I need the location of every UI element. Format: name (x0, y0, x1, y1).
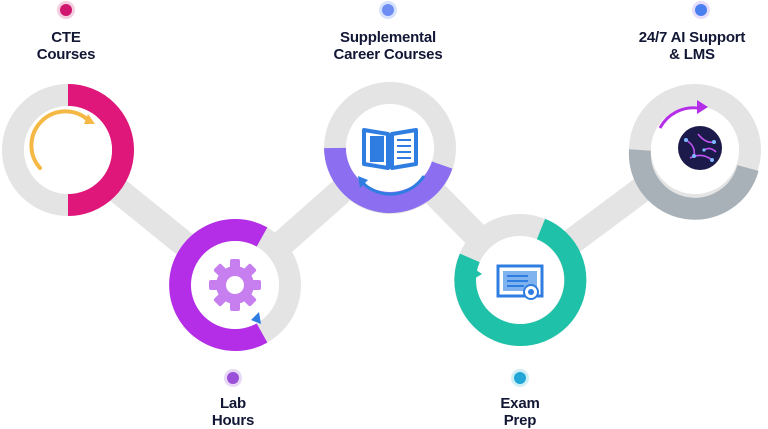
supplemental-arrow-icon (358, 176, 368, 188)
lab-label-line1: Lab (219, 395, 247, 412)
cte-courses-ring (2, 84, 134, 216)
ai-support-ring (628, 84, 761, 220)
certificate-icon (496, 264, 544, 300)
supplemental-label: Supplemental Career Courses (308, 29, 468, 63)
exam-progress-arc (454, 218, 587, 346)
ai-label-line2: & LMS (669, 46, 715, 63)
supplemental-label-line2: Career Courses (333, 46, 443, 63)
cte-label-line1: CTE (51, 29, 81, 46)
lab-arrow-icon (251, 312, 261, 324)
ai-brain-icon (678, 126, 722, 170)
exam-label-line1: Exam (500, 395, 540, 412)
lab-hours-ring (169, 219, 301, 351)
exam-label-line2: Prep (503, 412, 537, 429)
gear-icon (209, 259, 261, 311)
lab-progress-arc (169, 219, 268, 351)
ai-progress-arc (628, 149, 759, 220)
cte-progress-arc (67, 84, 134, 216)
cte-arrow-icon (84, 114, 95, 124)
marker-dots (57, 1, 710, 387)
supplemental-label-line1: Supplemental (340, 29, 436, 46)
open-book-icon (362, 128, 418, 170)
supplemental-progress-arc (324, 147, 453, 214)
ai-support-label: 24/7 AI Support & LMS (616, 29, 768, 63)
supplemental-ring (324, 82, 456, 214)
ai-arrow-icon (697, 100, 708, 114)
cte-courses-label: CTE Courses (16, 29, 116, 63)
cte-label-line2: Courses (36, 46, 96, 63)
cte-inner-arc (29, 109, 90, 170)
lab-label-line2: Hours (211, 412, 255, 429)
exam-arrow-icon (472, 268, 482, 280)
lab-hours-label: Lab Hours (183, 395, 283, 429)
ai-label-line1: 24/7 AI Support (638, 29, 746, 46)
exam-prep-ring (454, 214, 587, 346)
exam-prep-label: Exam Prep (470, 395, 570, 429)
